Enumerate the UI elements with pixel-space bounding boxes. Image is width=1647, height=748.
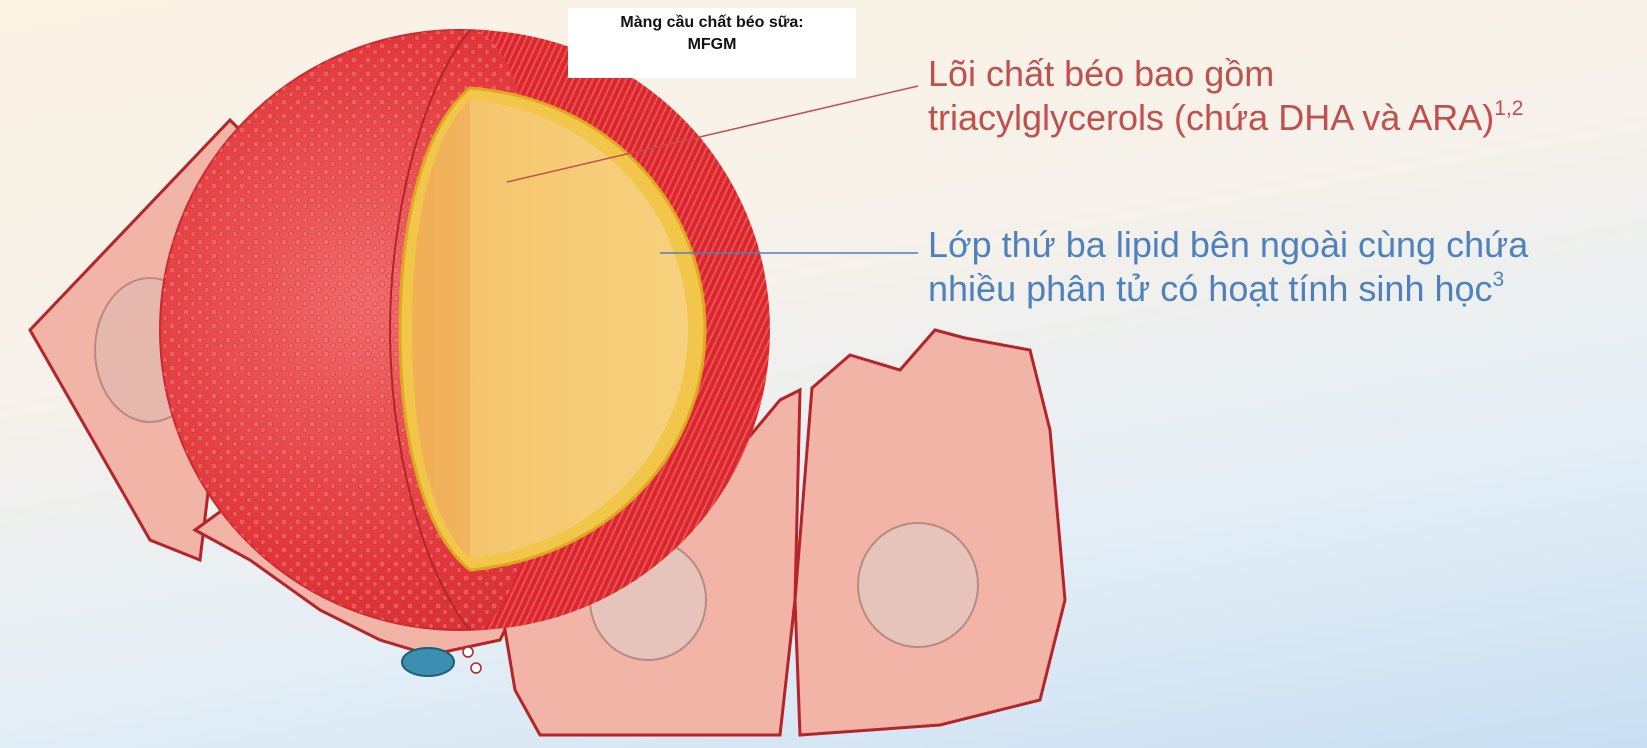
core-label: Lõi chất béo bao gồm triacylglycerols (c…	[928, 52, 1523, 140]
mfgm-callout: Màng cầu chất béo sữa: MFGM	[568, 8, 856, 78]
core-label-line2: triacylglycerols (chứa DHA và ARA)1,2	[928, 96, 1523, 140]
mfgm-acronym: MFGM	[568, 34, 856, 56]
mfgm-title: Màng cầu chất béo sữa:	[568, 12, 856, 34]
outer-layer-label-line2: nhiều phân tử có hoạt tính sinh học3	[928, 267, 1528, 311]
core-label-superscript: 1,2	[1494, 97, 1523, 120]
outer-layer-label-line1: Lớp thứ ba lipid bên ngoài cùng chứa	[928, 223, 1528, 267]
core-label-line1: Lõi chất béo bao gồm	[928, 52, 1523, 96]
outer-layer-label: Lớp thứ ba lipid bên ngoài cùng chứa nhi…	[928, 223, 1528, 311]
outer-layer-label-superscript: 3	[1493, 268, 1505, 291]
